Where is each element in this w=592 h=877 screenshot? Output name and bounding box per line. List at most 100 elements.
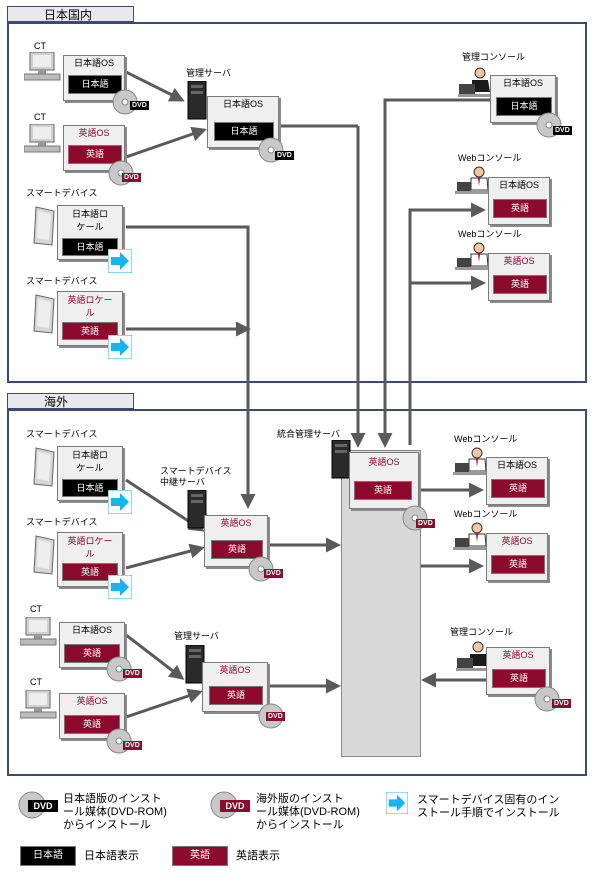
legend-ja-dvd: 日本語版のインスト ール媒体(DVD-ROM) からインストール: [63, 793, 167, 832]
legend-ja-desc: 日本語表示: [84, 850, 139, 862]
server-tower-icon: [185, 645, 205, 684]
os-label: 日本語OS: [496, 460, 537, 470]
en-display-box: 英語: [493, 275, 547, 294]
pc-icon: [20, 690, 57, 719]
en-display-box: 英語: [68, 145, 122, 164]
dvd-overseas-icon: DVD: [210, 791, 250, 819]
en-display-box: 英語: [493, 199, 547, 218]
web-console-1-panel: 日本語OS 英語: [488, 177, 550, 225]
integrated-server-label: 統合管理サーバ: [277, 429, 340, 439]
legend-smart-line2: ストール手順でインストール: [417, 807, 560, 819]
locale-label: 日本語ロケール: [58, 449, 122, 475]
pc-icon: [24, 52, 61, 81]
en-display-box: 英語: [492, 669, 546, 688]
legend-ja-dvd-line3: からインストール: [63, 819, 151, 831]
integrated-server-panel: 英語OS 英語: [349, 452, 419, 509]
region-japan-tab: 日本国内: [7, 6, 134, 23]
locale-line1: 日本語ロ: [71, 450, 108, 460]
os-label: 英語OS: [501, 536, 533, 546]
locale-label: 日本語ロケール: [58, 208, 122, 234]
dvd-tag: DVD: [416, 519, 435, 528]
smart-device-1-panel: 日本語ロケール 日本語: [57, 205, 123, 260]
locale-line1: 日本語ロ: [71, 209, 108, 219]
server-tower-icon: [187, 490, 207, 529]
relay-server-line1: スマートデバイス: [160, 466, 232, 476]
install-arrow-icon: [108, 249, 132, 273]
web-console-4-label: Webコンソール: [454, 509, 518, 519]
person-at-laptop-icon: [456, 641, 490, 671]
dvd-tag: DVD: [275, 151, 294, 160]
ct2-label: CT: [34, 112, 46, 122]
locale-label: 英語ロケール: [58, 294, 122, 320]
locale-label: 英語ロケール: [58, 535, 122, 561]
en-display-box: 英語: [354, 481, 412, 500]
en-display-box: 英語: [491, 479, 545, 498]
smart-device-4-label: スマートデバイス: [26, 517, 98, 527]
os-label: 英語OS: [78, 128, 110, 138]
person-at-laptop-icon: [455, 242, 489, 270]
ct1-panel: 日本語OS 日本語: [63, 55, 125, 101]
legend-ja-dvd-line1: 日本語版のインスト: [63, 793, 162, 805]
smart-device-1-label: スマートデバイス: [26, 188, 98, 198]
locale-line2: ル: [85, 308, 95, 318]
person-at-laptop-icon: [458, 67, 492, 97]
tablet-icon: [33, 447, 55, 487]
os-label: 日本語OS: [502, 78, 543, 88]
locale-line1: 英語ロケー: [67, 295, 113, 305]
en-display-box: 英語: [64, 644, 120, 663]
en-display-box: 英語: [209, 686, 263, 705]
install-arrow-legend-icon: [386, 792, 408, 814]
ja-display-box: 日本語: [496, 97, 552, 116]
person-at-laptop-icon: [455, 166, 489, 194]
en-display-box: 英語: [62, 322, 118, 340]
mgmt-console-2-label: 管理コンソール: [450, 627, 514, 637]
web-console-3-panel: 日本語OS 英語: [486, 457, 548, 505]
relay-server-label: スマートデバイス中継サーバ: [160, 466, 231, 488]
os-label: 英語OS: [503, 256, 535, 266]
legend-en-desc: 英語表示: [236, 850, 280, 862]
ja-display-box: 日本語: [214, 122, 274, 141]
locale-line2: ケール: [76, 222, 104, 232]
svg-text:DVD: DVD: [225, 801, 245, 811]
install-arrow-icon: [108, 490, 132, 514]
dvd-tag: DVD: [264, 569, 283, 578]
ct3-label: CT: [30, 604, 42, 614]
legend-ja-box: 日本語: [20, 846, 76, 866]
pc-icon: [24, 124, 61, 153]
web-console-3-label: Webコンソール: [454, 434, 518, 444]
web-console-2-panel: 英語OS 英語: [488, 253, 550, 301]
os-label: 日本語OS: [498, 180, 539, 190]
en-display-box: 英語: [211, 540, 263, 559]
person-at-laptop-icon: [453, 522, 487, 550]
os-label: 日本語OS: [222, 99, 263, 109]
dvd-tag: DVD: [266, 712, 285, 721]
smart-device-3-label: スマートデバイス: [26, 429, 98, 439]
install-arrow-icon: [108, 335, 132, 359]
tablet-icon: [33, 294, 55, 334]
legend-smart-line1: スマートデバイス固有のイン: [417, 794, 560, 806]
tablet-icon: [33, 206, 55, 246]
legend-os-dvd: 海外版のインスト ール媒体(DVD-ROM) からインストール: [256, 793, 360, 832]
os-label: 英語OS: [220, 518, 252, 528]
web-console-1-label: Webコンソール: [458, 153, 522, 163]
legend-os-dvd-line2: ール媒体(DVD-ROM): [256, 806, 360, 818]
en-display-box: 英語: [62, 563, 118, 581]
ja-display-box: 日本語: [68, 75, 122, 94]
web-console-4-panel: 英語OS 英語: [486, 533, 548, 581]
legend-smart: スマートデバイス固有のイン ストール手順でインストール: [417, 794, 560, 820]
os-label: 英語OS: [219, 665, 251, 675]
person-at-laptop-icon: [453, 447, 487, 475]
legend-os-dvd-line1: 海外版のインスト: [256, 793, 344, 805]
tablet-icon: [33, 535, 55, 575]
legend-ja-dvd-line2: ール媒体(DVD-ROM): [63, 806, 167, 818]
dvd-tag: DVD: [122, 173, 141, 182]
dvd-tag: DVD: [552, 699, 571, 708]
dvd-tag: DVD: [123, 741, 142, 750]
mgmt-server-panel: 日本語OS 日本語: [207, 96, 279, 148]
dvd-tag: DVD: [130, 101, 149, 110]
locale-line2: ケール: [76, 463, 104, 473]
ct1-label: CT: [34, 41, 46, 51]
legend-os-dvd-line3: からインストール: [256, 819, 344, 831]
svg-text:DVD: DVD: [33, 801, 53, 811]
ja-display-box: 日本語: [62, 238, 118, 256]
